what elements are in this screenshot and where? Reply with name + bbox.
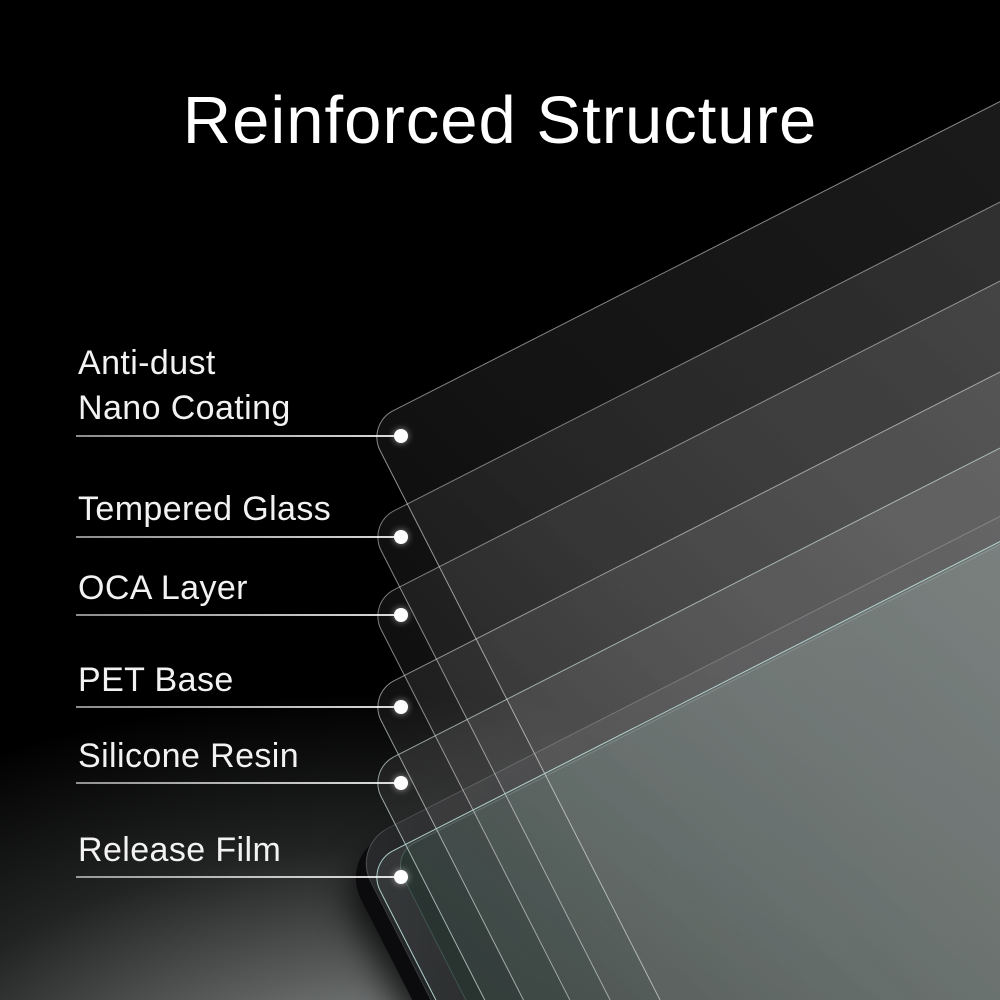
callout-line <box>76 706 398 708</box>
layer-dot-icon <box>394 429 408 443</box>
page-title: Reinforced Structure <box>182 83 818 158</box>
layer-dot-icon <box>394 870 408 884</box>
label-release-film: Release Film <box>78 831 282 869</box>
callout-line <box>76 782 398 784</box>
layer-dot-icon <box>394 530 408 544</box>
label-pet-base: PET Base <box>78 661 234 699</box>
layer-dot-icon <box>394 700 408 714</box>
label-silicone-resin: Silicone Resin <box>78 737 300 775</box>
label-anti-dust-nano-coating: Anti-dust Nano Coating <box>78 344 291 427</box>
callout-line <box>76 876 398 878</box>
callout-line <box>76 614 398 616</box>
layer-dot-icon <box>394 608 408 622</box>
callout-line <box>76 536 398 538</box>
label-tempered-glass: Tempered Glass <box>78 490 332 528</box>
callout-line <box>76 435 398 437</box>
label-oca-layer: OCA Layer <box>78 569 248 607</box>
layer-dot-icon <box>394 776 408 790</box>
